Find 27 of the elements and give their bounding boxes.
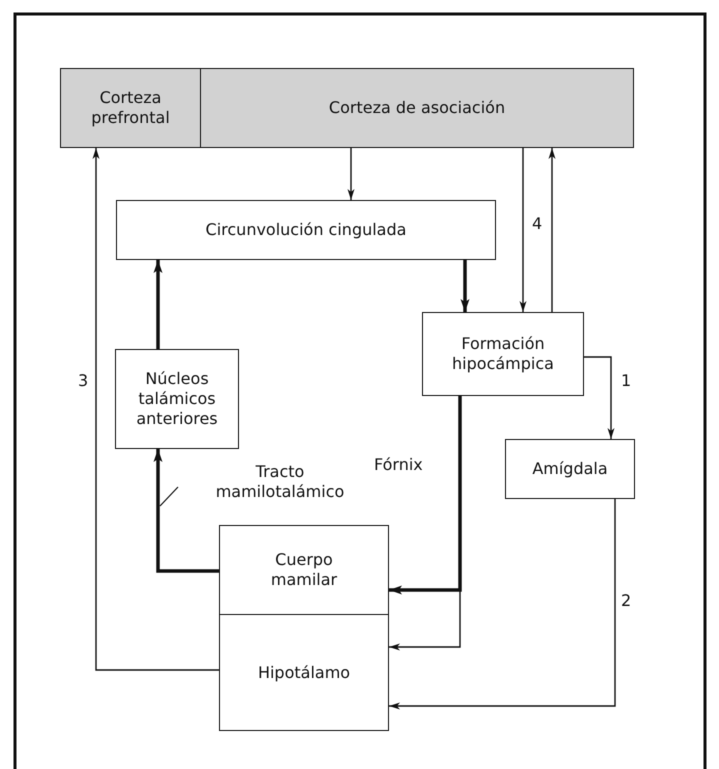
structure-box (422, 312, 584, 396)
arrow (154, 260, 162, 349)
arrow (348, 148, 354, 200)
node-label: Hipotálamo (258, 662, 350, 682)
arrow (520, 148, 526, 312)
node-label: Cuerpo mamilar (270, 550, 338, 590)
node-label: Corteza prefrontal (90, 88, 171, 128)
arrow (389, 499, 616, 710)
arrow (460, 260, 470, 312)
node-label: Circunvolución cingulada (206, 220, 406, 240)
node-label: Corteza de asociación (328, 98, 506, 118)
structure-box (505, 439, 635, 499)
cortex-box (60, 68, 201, 148)
structure-box (219, 614, 389, 731)
cortex-box (200, 68, 634, 148)
arrow (389, 396, 461, 650)
arrow (92, 148, 219, 671)
arrow (389, 396, 462, 594)
structure-box (116, 200, 496, 260)
node-label: Formación hipocámpica (451, 334, 555, 374)
node-label: Amígdala (532, 459, 608, 479)
arrow (154, 449, 219, 573)
structure-box (219, 525, 389, 615)
arrow (548, 148, 556, 312)
structure-box (115, 349, 239, 449)
arrow (584, 356, 614, 439)
node-label: Núcleos talámicos anteriores (135, 369, 219, 429)
